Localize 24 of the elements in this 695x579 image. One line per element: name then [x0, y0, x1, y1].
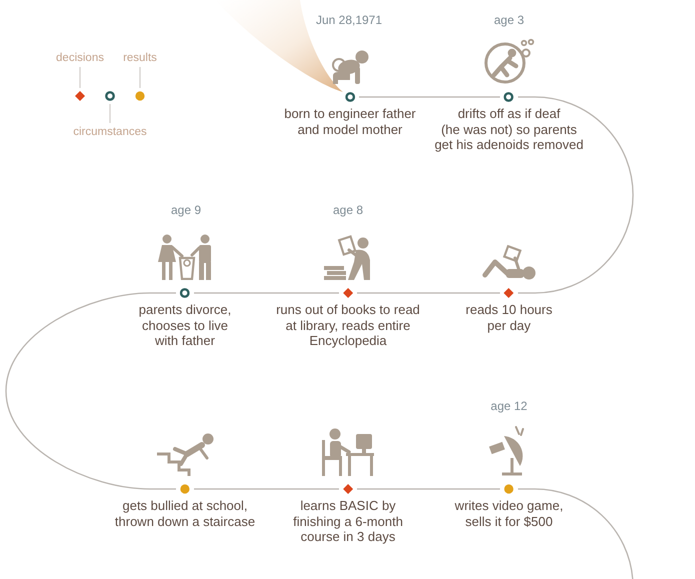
- timeline-line: [5, 292, 176, 490]
- timeline-line: [518, 96, 634, 294]
- event-description: reads 10 hours per day: [466, 302, 552, 333]
- event-description: writes video game, sells it for $500: [454, 498, 564, 529]
- event-description: learns BASIC by finishing a 6-month course in 3 days: [293, 498, 403, 544]
- date-label: age 9: [170, 203, 202, 217]
- timeline-line: [359, 96, 500, 98]
- timeline-line: [194, 292, 339, 294]
- event-description: runs out of books to read at library, reads entire Encyclopedia: [276, 302, 420, 348]
- timeline-line: [357, 488, 500, 490]
- date-label: age 12: [490, 399, 528, 413]
- event-description: born to engineer father and model mother: [284, 106, 416, 137]
- legend-label: circumstances: [73, 125, 147, 139]
- date-label: age 8: [332, 203, 364, 217]
- timeline-line: [518, 488, 634, 579]
- timeline-line: [357, 292, 500, 294]
- legend-label: results: [123, 51, 157, 65]
- date-label: Jun 28,1971: [316, 13, 382, 27]
- event-description: parents divorce, chooses to live with father: [138, 302, 232, 348]
- legend-label: decisions: [56, 51, 104, 65]
- event-description: gets bullied at school, thrown down a staircase: [114, 498, 256, 529]
- event-description: drifts off as if deaf (he was not) so parents get his adenoids removed: [434, 106, 584, 152]
- date-label: age 3: [494, 13, 524, 27]
- timeline-line: [194, 488, 339, 490]
